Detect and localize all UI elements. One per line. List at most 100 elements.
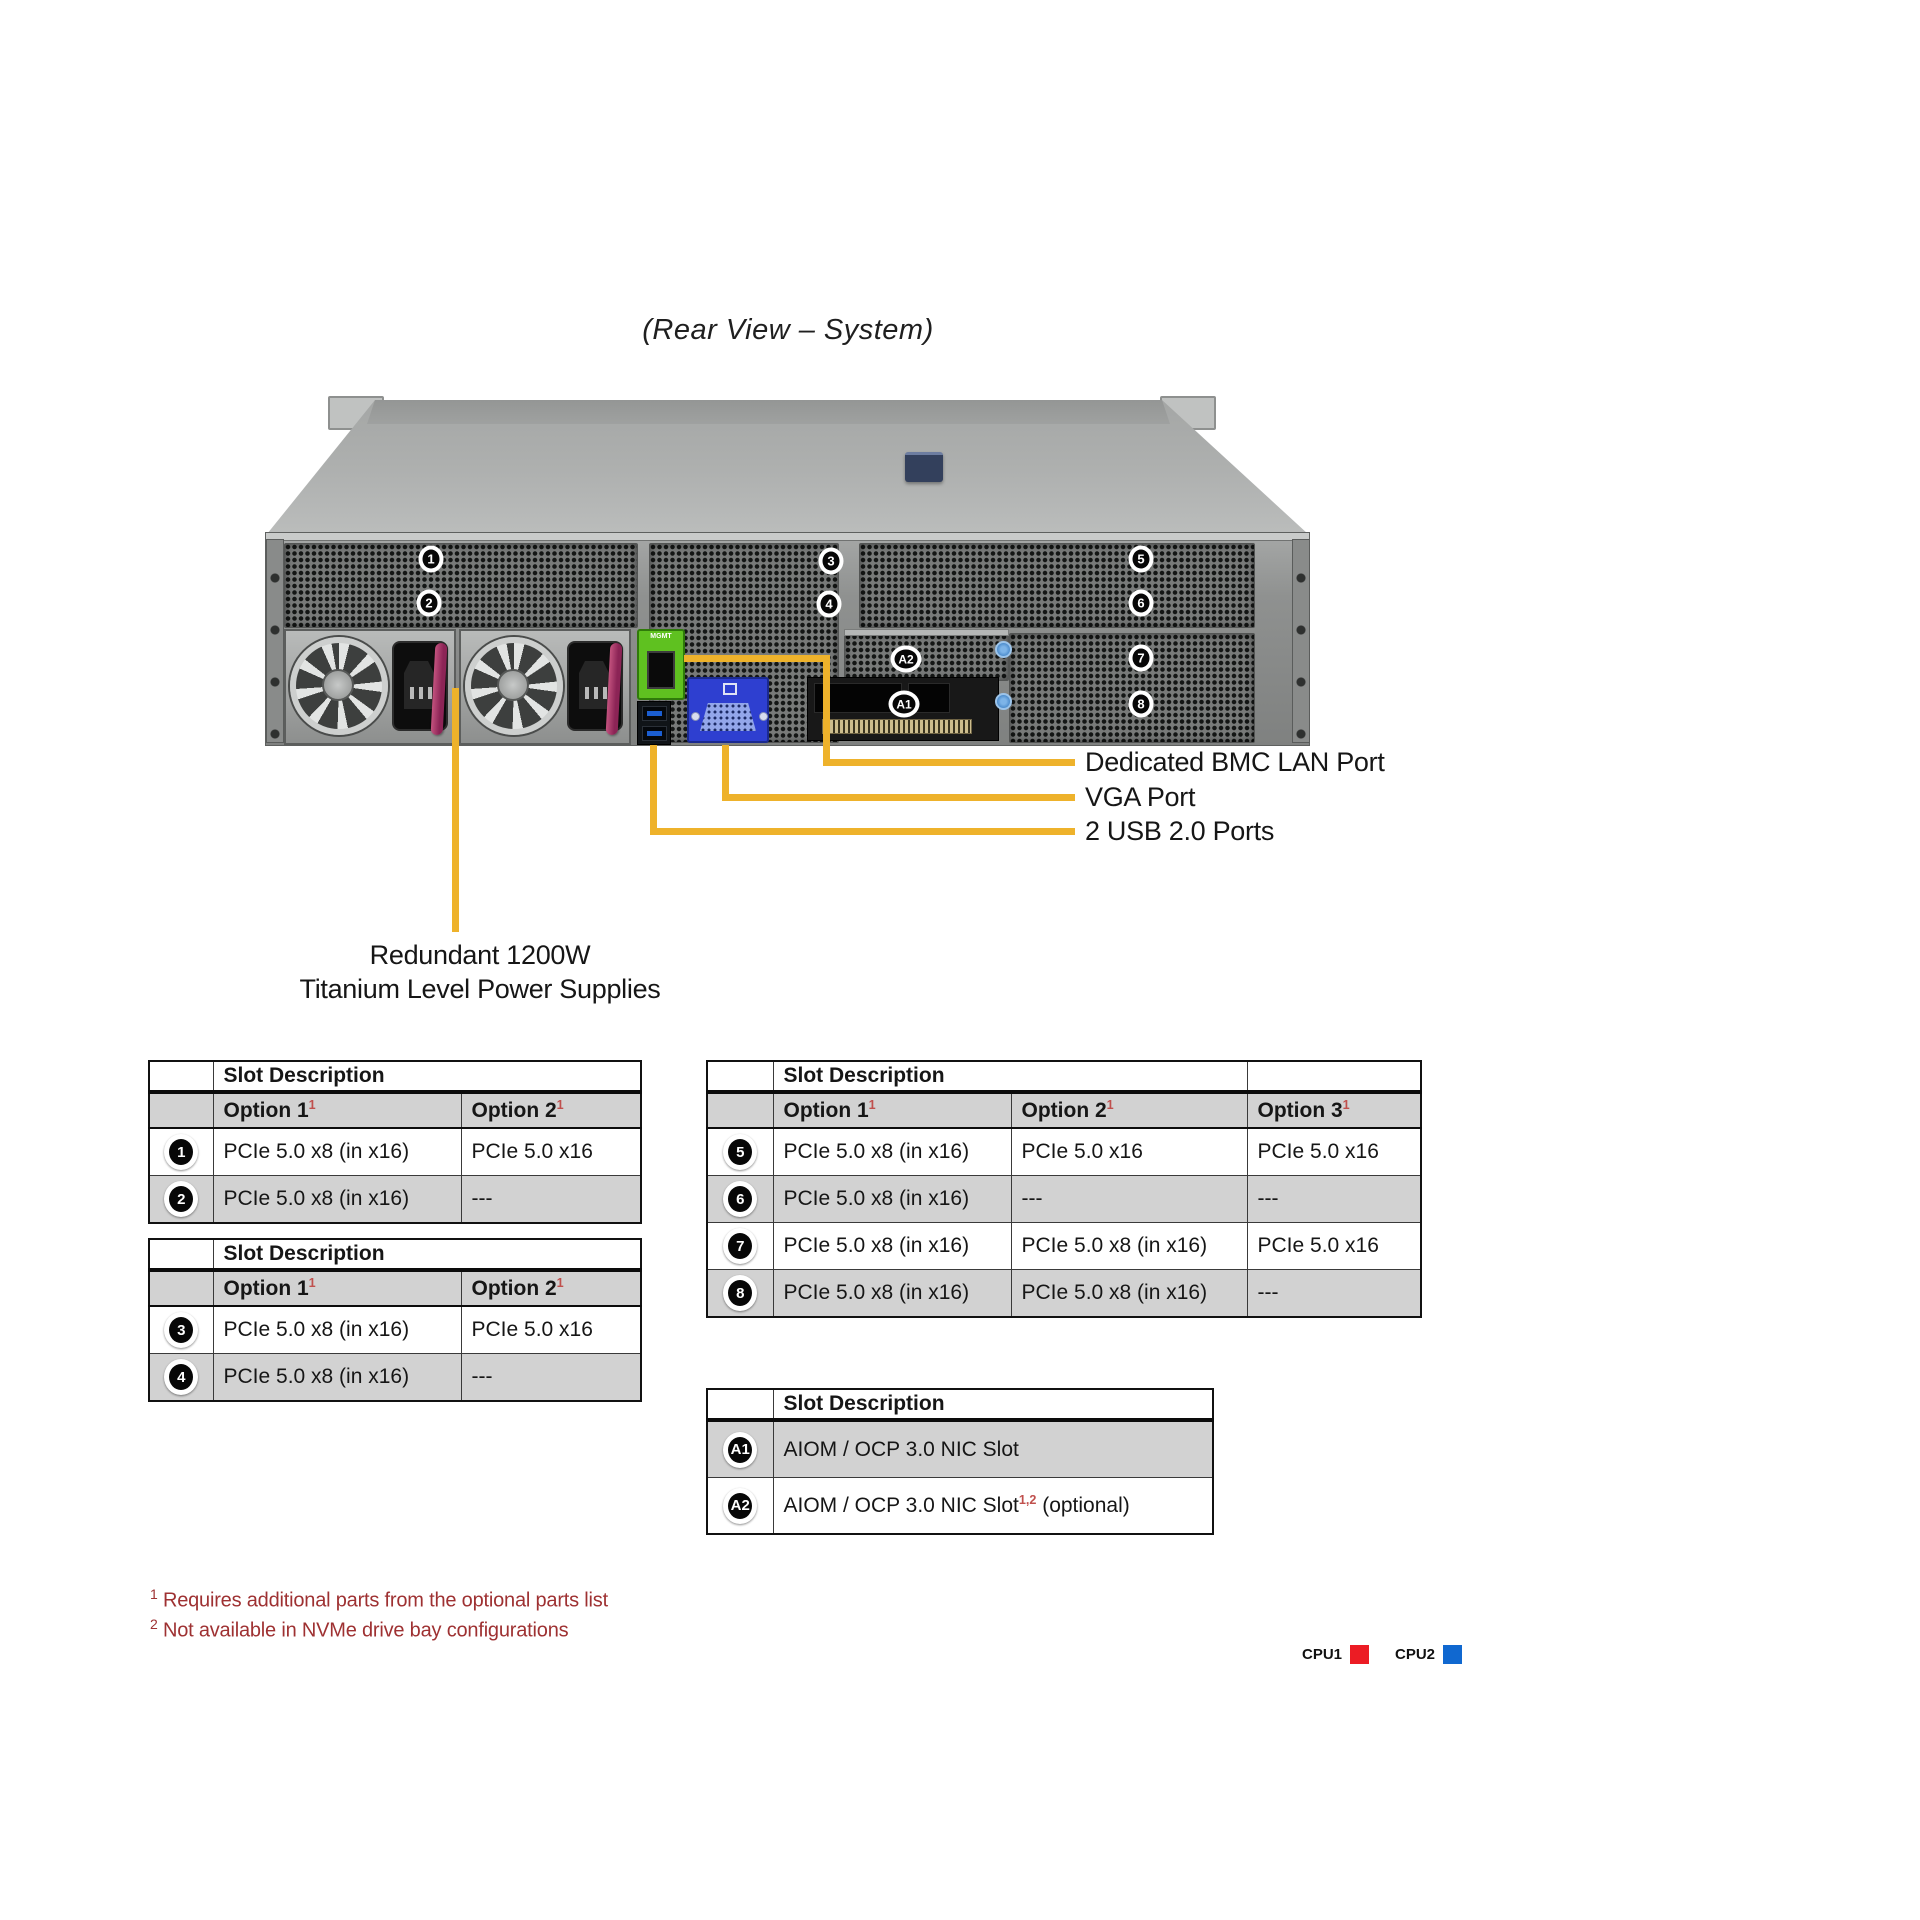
slot-badge-4: 4	[816, 590, 842, 618]
option2-header: Option 21	[1010, 1091, 1248, 1129]
psu1-pin	[419, 687, 423, 699]
slot-badge-3: 3	[164, 1312, 199, 1348]
option2-label: Option 2	[471, 1099, 557, 1122]
slot-badge-5: 5	[723, 1134, 758, 1170]
rack-ear-right	[1292, 539, 1310, 743]
bmc-callout-line-h2	[823, 759, 1075, 766]
cpu1-label: CPU1	[1302, 1646, 1343, 1663]
slot-badge-5: 5	[1128, 545, 1154, 573]
slot-description-header: Slot Description	[772, 1060, 1248, 1094]
vga-screw-left	[691, 712, 700, 721]
badge-cell: 5	[706, 1127, 774, 1176]
thumbscrew-top	[995, 641, 1012, 658]
mgmt-port-label: MGMT	[650, 633, 672, 640]
vga-port	[687, 677, 769, 743]
rear-panel: MGMT 1 2 3 4 5 6 7	[265, 532, 1310, 746]
usb-tongue	[647, 731, 662, 736]
psu2-fan	[465, 637, 563, 735]
cpu1-color-swatch	[1350, 1645, 1370, 1664]
chassis-cover-latch	[905, 452, 943, 482]
option2-header: Option 21	[460, 1269, 642, 1307]
slot7-option1: PCIe 5.0 x8 (in x16)	[772, 1222, 1012, 1270]
option1-header: Option 11	[212, 1091, 462, 1129]
monitor-icon	[723, 683, 737, 695]
slot-badge-1: 1	[164, 1134, 199, 1170]
slot4-option2: ---	[460, 1353, 642, 1402]
slot-badge-2: 2	[164, 1181, 199, 1217]
table-aiom-slots: Slot Description A1 AIOM / OCP 3.0 NIC S…	[706, 1388, 1214, 1535]
vga-label: VGA Port	[1085, 782, 1196, 812]
empty-cell	[148, 1091, 214, 1129]
vent-slots-3-6	[859, 543, 1255, 628]
option2-label: Option 2	[1021, 1099, 1107, 1122]
vga-screw-right	[759, 712, 768, 721]
footnote-ref: 1,2	[1018, 1493, 1037, 1507]
usb-tongue	[647, 711, 662, 716]
option1-header: Option 11	[772, 1091, 1012, 1129]
a2-desc-text: AIOM / OCP 3.0 NIC Slot	[783, 1494, 1019, 1517]
slot2-option2: ---	[460, 1175, 642, 1224]
slot8-option1: PCIe 5.0 x8 (in x16)	[772, 1269, 1012, 1318]
slot8-option2: PCIe 5.0 x8 (in x16)	[1010, 1269, 1248, 1318]
slot6-option2: ---	[1010, 1175, 1248, 1223]
vga-callout-line-h	[722, 794, 1075, 801]
footnote-2: 2 Not available in NVMe drive bay config…	[150, 1616, 569, 1643]
badge-cell: 1	[148, 1127, 214, 1176]
psu1-pin	[410, 687, 414, 699]
psu-callout-line	[452, 688, 459, 932]
footnote-ref: 1	[308, 1276, 316, 1290]
vent-slots-1-2	[284, 543, 638, 628]
slot-badge-a2: A2	[890, 645, 922, 673]
slot-description-header: Slot Description	[772, 1388, 1214, 1422]
aiom-bracket	[844, 629, 1009, 636]
slot-badge-1: 1	[418, 545, 444, 573]
cpu2-color-swatch	[1443, 1645, 1463, 1664]
table-slots-5-8: Slot Description Option 11 Option 21 Opt…	[706, 1060, 1422, 1318]
slot5-option1: PCIe 5.0 x8 (in x16)	[772, 1127, 1012, 1176]
footnote-ref: 1	[1106, 1098, 1114, 1112]
server-rear-illustration: MGMT 1 2 3 4 5 6 7	[265, 390, 1310, 746]
badge-cell: 7	[706, 1222, 774, 1270]
slot3-option2: PCIe 5.0 x16	[460, 1305, 642, 1354]
table-slots-1-2: Slot Description Option 11 Option 21 1 P…	[148, 1060, 642, 1224]
slot1-option1: PCIe 5.0 x8 (in x16)	[212, 1127, 462, 1176]
badge-cell: A1	[706, 1419, 774, 1478]
vga-connector	[700, 703, 756, 731]
option2-label: Option 2	[471, 1277, 557, 1300]
slot-badge-8: 8	[723, 1275, 758, 1311]
slot-a2-description: AIOM / OCP 3.0 NIC Slot1,2 (optional)	[772, 1477, 1214, 1535]
option1-label: Option 1	[223, 1099, 309, 1122]
slot7-option2: PCIe 5.0 x8 (in x16)	[1010, 1222, 1248, 1270]
option1-label: Option 1	[223, 1277, 309, 1300]
slot-badge-6: 6	[1128, 589, 1154, 617]
option1-label: Option 1	[783, 1099, 869, 1122]
psu1-pin	[428, 687, 432, 699]
cpu2-label: CPU2	[1395, 1646, 1436, 1663]
footnote-ref: 1	[556, 1098, 564, 1112]
slot-badge-7: 7	[723, 1228, 758, 1264]
empty-cell	[706, 1388, 774, 1422]
psu1-inlet-cutout	[404, 661, 434, 709]
slot-badge-3: 3	[818, 547, 844, 575]
psu2-inlet-cutout	[579, 661, 609, 709]
usb-ports	[637, 701, 671, 745]
slot2-option1: PCIe 5.0 x8 (in x16)	[212, 1175, 462, 1224]
slot-badge-6: 6	[723, 1181, 758, 1217]
badge-cell: A2	[706, 1477, 774, 1535]
vga-callout-line-v	[722, 745, 729, 801]
badge-cell: 3	[148, 1305, 214, 1354]
empty-cell	[1246, 1060, 1422, 1094]
badge-cell: 2	[148, 1175, 214, 1224]
footnote-1: 1 Requires additional parts from the opt…	[150, 1586, 608, 1613]
psu2-fan-hub	[497, 669, 529, 701]
slot5-option3: PCIe 5.0 x16	[1246, 1127, 1422, 1176]
slot-badge-7: 7	[1128, 644, 1154, 672]
slot-a1-description: AIOM / OCP 3.0 NIC Slot	[772, 1419, 1214, 1478]
bmc-callout-line-v	[823, 655, 830, 766]
rear-panel-rim	[266, 533, 1309, 541]
chassis-top-seam	[367, 400, 1170, 424]
slot7-option3: PCIe 5.0 x16	[1246, 1222, 1422, 1270]
nic-connector-edge	[822, 719, 972, 734]
usb-port-2	[642, 726, 667, 741]
footnote-ref: 1	[556, 1276, 564, 1290]
